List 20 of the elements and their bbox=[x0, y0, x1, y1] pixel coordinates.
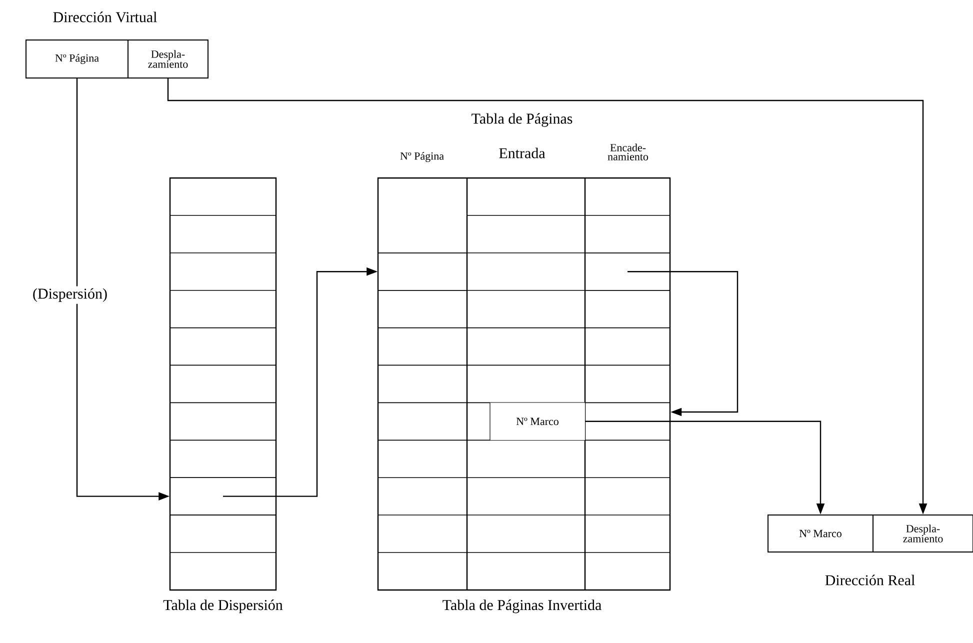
column-header: Encade- namiento bbox=[608, 144, 648, 160]
node-label: Tabla de Páginas Invertida bbox=[442, 600, 602, 614]
frame-number-cell: Nº Marco bbox=[490, 402, 585, 440]
table-cell bbox=[378, 252, 468, 291]
address-field: Despla- zamiento bbox=[128, 40, 208, 78]
address-field: Despla- zamiento bbox=[872, 514, 973, 552]
arrow bbox=[628, 271, 738, 416]
table-row bbox=[170, 477, 276, 516]
column-header: Entrada bbox=[499, 148, 546, 158]
node-label: Nº Marco bbox=[516, 418, 558, 426]
node-label: Tabla de Páginas bbox=[472, 113, 572, 127]
address-field: Nº Página bbox=[26, 40, 128, 78]
table-cell bbox=[584, 252, 670, 291]
edge-label: (Dispersión) bbox=[30, 286, 110, 304]
address-title: Dirección Virtual bbox=[53, 12, 157, 22]
node-label: Tabla de Dispersión bbox=[163, 600, 283, 614]
address-field: Nº Marco bbox=[768, 514, 874, 552]
hash-table: Tabla de Dispersión bbox=[163, 177, 283, 614]
address-title: Dirección Real bbox=[825, 574, 915, 586]
column-header: Nº Página bbox=[400, 152, 444, 162]
